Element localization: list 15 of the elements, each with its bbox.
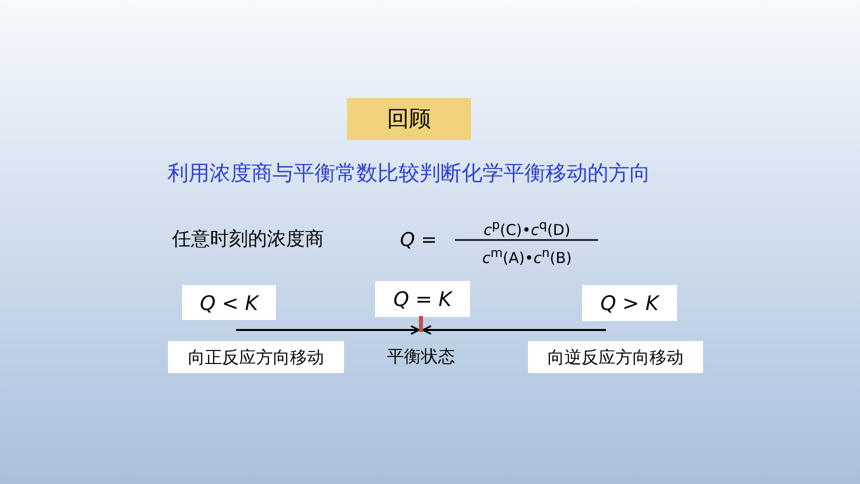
arrow [236,325,420,335]
arrow [422,325,606,335]
condition-box: Q > K [582,285,677,321]
concept-label: 任意时刻的浓度商 [172,227,324,252]
state-label: 平衡状态 [387,346,455,368]
direction-box: 向正反应方向移动 [168,341,344,373]
formula-denominator: c$^{m}$(A)•c$^{n}$(B) [482,245,572,267]
direction-box: 向逆反应方向移动 [528,341,703,373]
heading-box: 回顾 [347,98,471,140]
subtitle: 利用浓度商与平衡常数比较判断化学平衡移动的方向 [168,160,650,187]
condition-box: Q < K [182,285,276,320]
equilibrium-tick [419,316,423,332]
condition-box: Q = K [375,281,470,317]
formula-text: Q = [400,229,437,251]
formula-numerator: c$^{p}$(C)•c$^{q}$(D) [484,217,570,239]
